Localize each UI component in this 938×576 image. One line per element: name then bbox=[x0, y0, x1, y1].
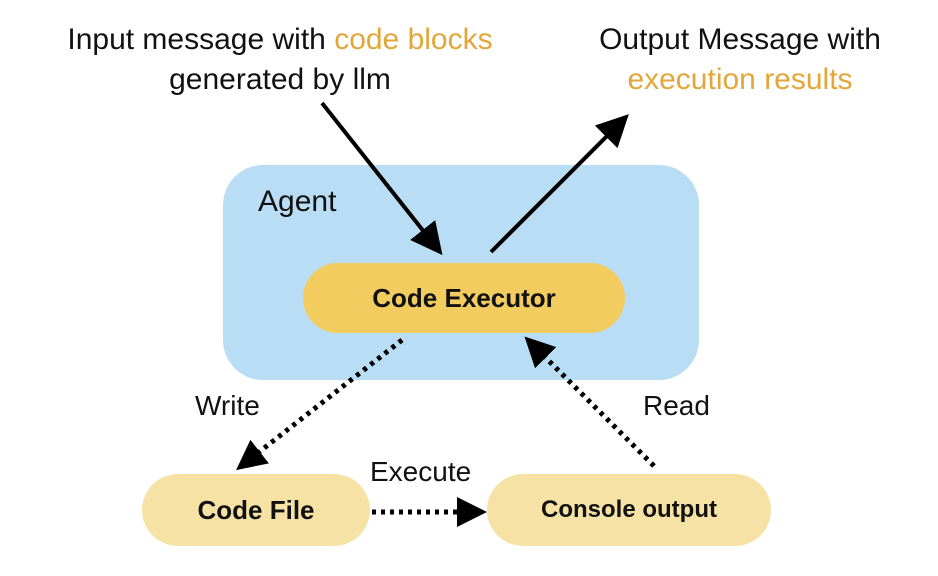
code-file-node: Code File bbox=[142, 474, 370, 546]
input-caption-text: Input message with bbox=[67, 23, 335, 56]
read-label: Read bbox=[643, 390, 710, 421]
input-arrow bbox=[320, 101, 443, 256]
code-file-label: Code File bbox=[197, 494, 315, 525]
console-output-node: Console output bbox=[487, 474, 771, 546]
output-arrow bbox=[489, 114, 629, 254]
read-arrow bbox=[524, 336, 656, 468]
execute-label: Execute bbox=[370, 456, 472, 487]
output-message-caption: Output Message with execution results bbox=[560, 20, 920, 100]
output-caption-highlight: execution results bbox=[627, 63, 853, 96]
input-caption-line-2: generated by llm bbox=[169, 63, 391, 96]
write-arrow bbox=[236, 338, 404, 471]
input-message-caption: Input message with code blocks generated… bbox=[20, 20, 540, 100]
input-caption-highlight: code blocks bbox=[334, 23, 493, 56]
console-output-label: Console output bbox=[541, 496, 717, 523]
input-caption-line-1: Input message with code blocks bbox=[20, 20, 540, 60]
agent-label: Agent bbox=[258, 185, 337, 218]
write-label: Write bbox=[195, 390, 260, 421]
code-executor-label: Code Executor bbox=[372, 282, 556, 313]
output-caption-line-1: Output Message with bbox=[599, 23, 881, 56]
code-executor-node: Code Executor bbox=[303, 263, 625, 333]
